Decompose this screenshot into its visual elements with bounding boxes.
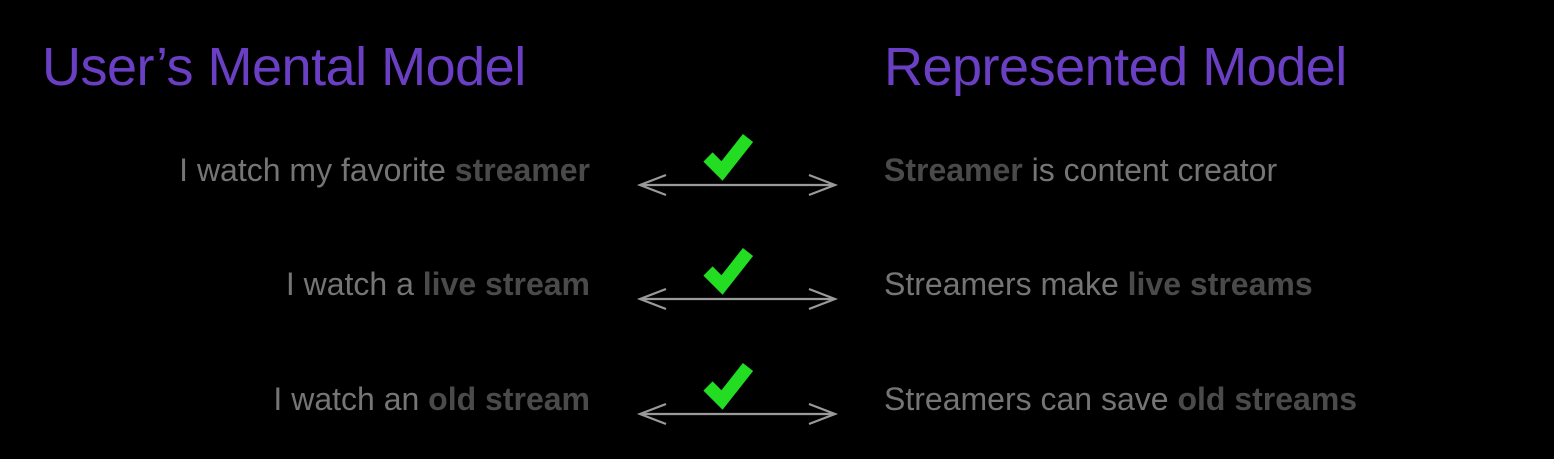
mapping-row: I watch a live stream Streamers make liv… [0,247,1554,314]
double-headed-arrow-icon [636,287,839,311]
statement-prefix: Streamers make [884,265,1128,302]
mental-model-statement: I watch a live stream [0,265,590,303]
statement-prefix: I watch a [285,265,423,302]
statement-keyword: streamer [454,151,590,188]
column-heading-represented-model: Represented Model [884,37,1347,97]
mapping-connector [630,110,845,230]
represented-model-statement: Streamers make live streams [884,265,1313,303]
check-icon [703,133,754,181]
mapping-connector [630,339,845,459]
statement-prefix: I watch an [273,380,429,417]
mapping-connector [630,224,845,344]
statement-keyword: old stream [428,380,590,417]
mental-model-statement: I watch my favorite streamer [0,151,590,189]
double-headed-arrow-icon [636,173,839,197]
represented-model-statement: Streamer is content creator [884,151,1277,189]
double-headed-arrow-icon [636,402,839,426]
statement-keyword: live streams [1127,265,1313,302]
represented-model-statement: Streamers can save old streams [884,380,1357,418]
statement-keyword: live stream [422,265,590,302]
mapping-row: I watch an old stream Streamers can save… [0,362,1554,429]
statement-prefix: Streamers can save [884,380,1178,417]
check-icon [703,362,754,410]
mapping-row: I watch my favorite streamer Streamer is… [0,133,1554,200]
statement-keyword: old streams [1177,380,1358,417]
statement-keyword: Streamer [884,151,1023,188]
mental-model-statement: I watch an old stream [0,380,590,418]
column-heading-users-mental-model: User’s Mental Model [42,37,526,97]
statement-suffix: is content creator [1022,151,1278,188]
statement-prefix: I watch my favorite [179,151,455,188]
check-icon [703,247,754,295]
